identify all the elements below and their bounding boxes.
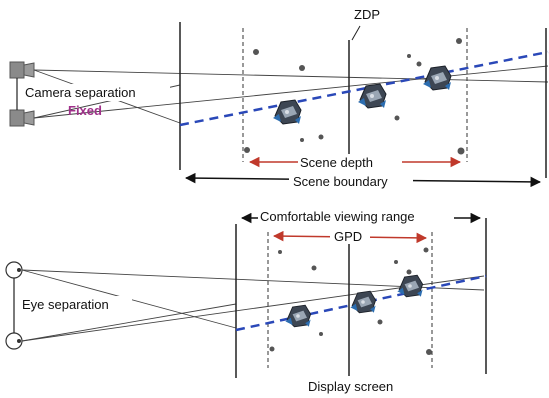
top-panel: ZDP Camera separation Fixed Scene depth …: [9, 4, 549, 190]
fixed-label: Fixed: [68, 103, 102, 118]
asteroid-field-bottom: [269, 247, 432, 355]
scene-depth-label: Scene depth: [300, 155, 373, 170]
eye-separation-label: Eye separation: [22, 297, 109, 312]
bottom-panel: Comfortable viewing range GPD Eye separa…: [5, 208, 487, 395]
camera-bottom-icon: [9, 109, 35, 127]
scene-boundary-label: Scene boundary: [293, 174, 388, 189]
depth-axis-dashed: [179, 50, 549, 127]
eye-top-icon: [5, 261, 23, 279]
display-screen-label: Display screen: [308, 379, 393, 394]
zdp-label: ZDP: [354, 7, 380, 22]
zdp-pointer: [351, 25, 361, 41]
gpd-label: GPD: [334, 229, 362, 244]
comfortable-viewing-range-label: Comfortable viewing range: [260, 209, 415, 224]
ship-far-icon: [422, 65, 452, 91]
asteroid-field: [244, 38, 465, 155]
eye-bottom-icon: [5, 332, 23, 350]
camera-separation-label: Camera separation: [25, 85, 136, 100]
camera-top-icon: [9, 61, 35, 79]
ship-near-icon-bottom: [284, 304, 312, 328]
ship-near-icon: [272, 99, 302, 125]
